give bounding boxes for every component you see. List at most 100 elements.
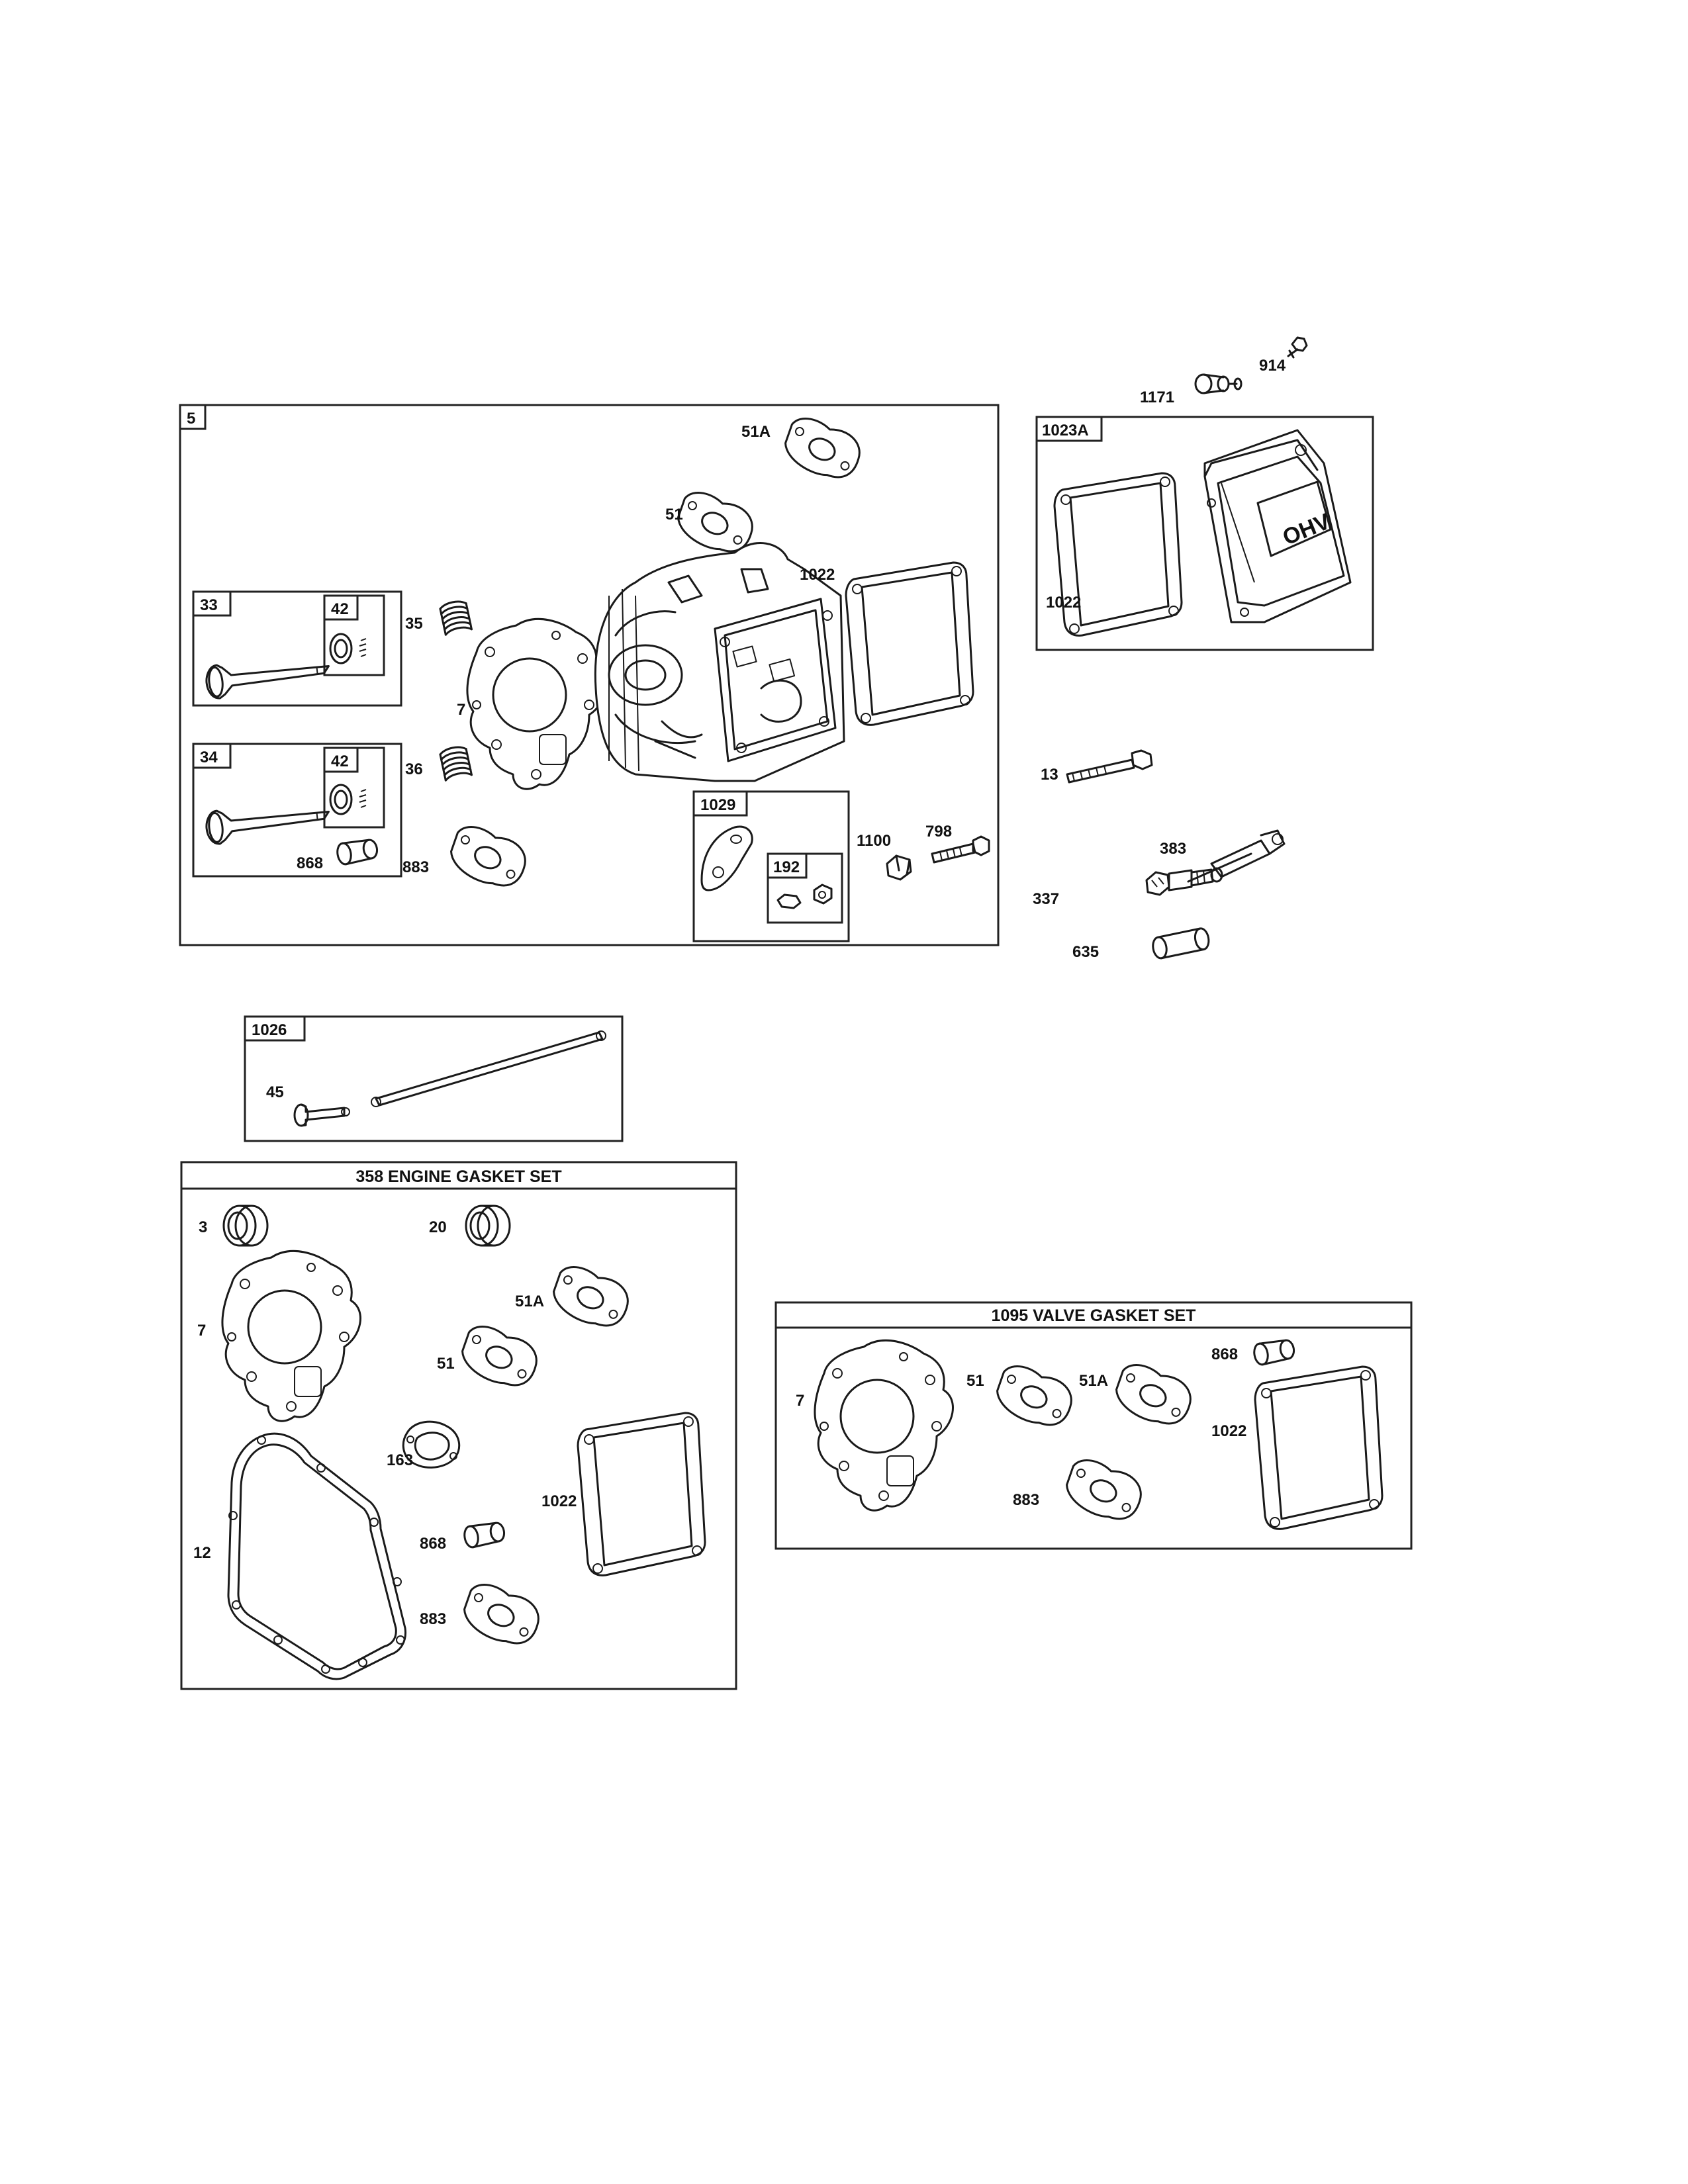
callout-42-b: 42: [331, 752, 349, 770]
eg-gasket-163: [402, 1420, 461, 1469]
push-rod-box-1026: [244, 1015, 624, 1142]
eg-intake-gasket-51: [453, 1318, 545, 1396]
cap-868-top: [334, 837, 380, 866]
callout-51A-top: 51A: [741, 423, 771, 441]
tag-1023A: [1035, 416, 1103, 442]
valve-spring-36: [438, 744, 473, 782]
vg-intake-gasket-51: [988, 1357, 1080, 1436]
oil-seal-3: [222, 1205, 269, 1247]
callout-5: 5: [187, 410, 195, 428]
callout-883-top: 883: [402, 858, 429, 876]
tag-1026: [244, 1015, 306, 1042]
intake-valve-34: [203, 798, 332, 846]
callout-1023A: 1023A: [1042, 422, 1089, 439]
vg-callout-51: 51: [966, 1372, 984, 1390]
breather-bolt-914: [1287, 336, 1308, 359]
intake-valve-box-34: [192, 743, 402, 878]
sleeve-635: [1152, 927, 1210, 960]
callout-337: 337: [1033, 890, 1059, 908]
eg-callout-51A: 51A: [515, 1293, 544, 1310]
exhaust-valve-33: [203, 653, 332, 701]
cylinder-head-casting: [594, 542, 845, 782]
rocker-arm-1029: [700, 825, 753, 891]
callout-1100: 1100: [857, 832, 891, 850]
rocker-stud-1100: [886, 854, 912, 881]
eg-head-gasket-7: [221, 1250, 361, 1422]
valve-gasket-set-title: 1095 VALVE GASKET SET: [992, 1306, 1196, 1325]
callout-33: 33: [200, 596, 218, 614]
rocker-nut-192: [776, 884, 833, 909]
callout-36: 36: [405, 760, 423, 778]
breather-fitting-1171: [1194, 373, 1243, 394]
callout-1022-cover: 1022: [1046, 594, 1081, 612]
vg-head-gasket-7: [814, 1339, 954, 1512]
vg-callout-51A: 51A: [1079, 1372, 1108, 1390]
callout-798: 798: [925, 823, 952, 841]
tappet-45: [293, 1103, 350, 1127]
vg-gasket-883: [1057, 1451, 1149, 1530]
valve-cover-assembly-frame: [1035, 416, 1374, 651]
callout-42-a: 42: [331, 600, 349, 618]
tag-1029: [692, 790, 748, 817]
callout-34: 34: [200, 749, 218, 766]
tag-42-a: [323, 594, 359, 621]
callout-1022-top: 1022: [800, 566, 835, 584]
callout-1026: 1026: [252, 1021, 287, 1039]
tag-5: [179, 404, 207, 430]
callout-7-top: 7: [457, 701, 465, 719]
tag-33: [192, 590, 232, 617]
push-rod-1026: [371, 1030, 606, 1107]
vg-callout-868: 868: [1211, 1345, 1238, 1363]
oil-seal-20: [465, 1205, 511, 1247]
eg-intake-gasket-51A: [544, 1258, 636, 1337]
callout-35: 35: [405, 615, 423, 633]
eg-callout-163: 163: [387, 1451, 413, 1469]
vg-intake-gasket-51A: [1107, 1356, 1199, 1435]
eg-callout-20: 20: [429, 1218, 447, 1236]
eg-callout-883: 883: [420, 1610, 446, 1628]
engine-gasket-set-title: 358 ENGINE GASKET SET: [355, 1167, 561, 1186]
callout-383: 383: [1160, 840, 1186, 858]
vg-valve-cover-gasket-1022: [1254, 1365, 1383, 1530]
eg-callout-7: 7: [197, 1322, 206, 1340]
vg-cap-868: [1251, 1337, 1297, 1367]
spark-plug-boot-383: [1187, 829, 1286, 883]
tag-42-b: [323, 747, 359, 773]
tag-192: [767, 852, 808, 879]
callout-45: 45: [266, 1083, 284, 1101]
eg-callout-51: 51: [437, 1355, 455, 1373]
rocker-arm-box-1029: [692, 790, 850, 942]
cylinder-head-assembly-frame: [179, 404, 1000, 946]
vg-callout-1022: 1022: [1211, 1422, 1246, 1440]
intake-gasket-51A: [776, 410, 868, 488]
tag-34: [192, 743, 232, 769]
exhaust-valve-box-33: [192, 590, 402, 707]
vg-callout-7: 7: [796, 1392, 804, 1410]
eg-callout-868: 868: [420, 1535, 446, 1553]
head-bolt-13: [1066, 749, 1153, 784]
callout-13: 13: [1041, 766, 1058, 784]
callout-868-top: 868: [297, 854, 323, 872]
callout-1029: 1029: [700, 796, 735, 814]
eg-callout-1022: 1022: [541, 1492, 577, 1510]
vg-callout-883: 883: [1013, 1491, 1039, 1509]
valve-spring-35: [438, 598, 473, 636]
eg-cap-868: [461, 1520, 507, 1549]
valve-gasket-set-frame: [774, 1301, 1413, 1550]
callout-914: 914: [1259, 357, 1286, 375]
valve-seal-42-a: [329, 633, 367, 664]
head-gasket-7: [466, 617, 606, 790]
eg-callout-3: 3: [199, 1218, 207, 1236]
engine-gasket-set-frame: [180, 1161, 737, 1690]
eg-valve-cover-gasket-1022: [577, 1412, 706, 1576]
screw-798: [931, 835, 990, 864]
gasket-883-top: [442, 818, 534, 897]
callout-192: 192: [773, 858, 800, 876]
spark-plug-337: [1145, 867, 1223, 896]
eg-callout-12: 12: [193, 1544, 211, 1562]
callout-51-top: 51: [665, 506, 683, 523]
callout-1171: 1171: [1140, 388, 1174, 406]
valve-seal-42-b: [329, 784, 367, 815]
valve-cover-ohv: OHV: [1203, 429, 1352, 623]
